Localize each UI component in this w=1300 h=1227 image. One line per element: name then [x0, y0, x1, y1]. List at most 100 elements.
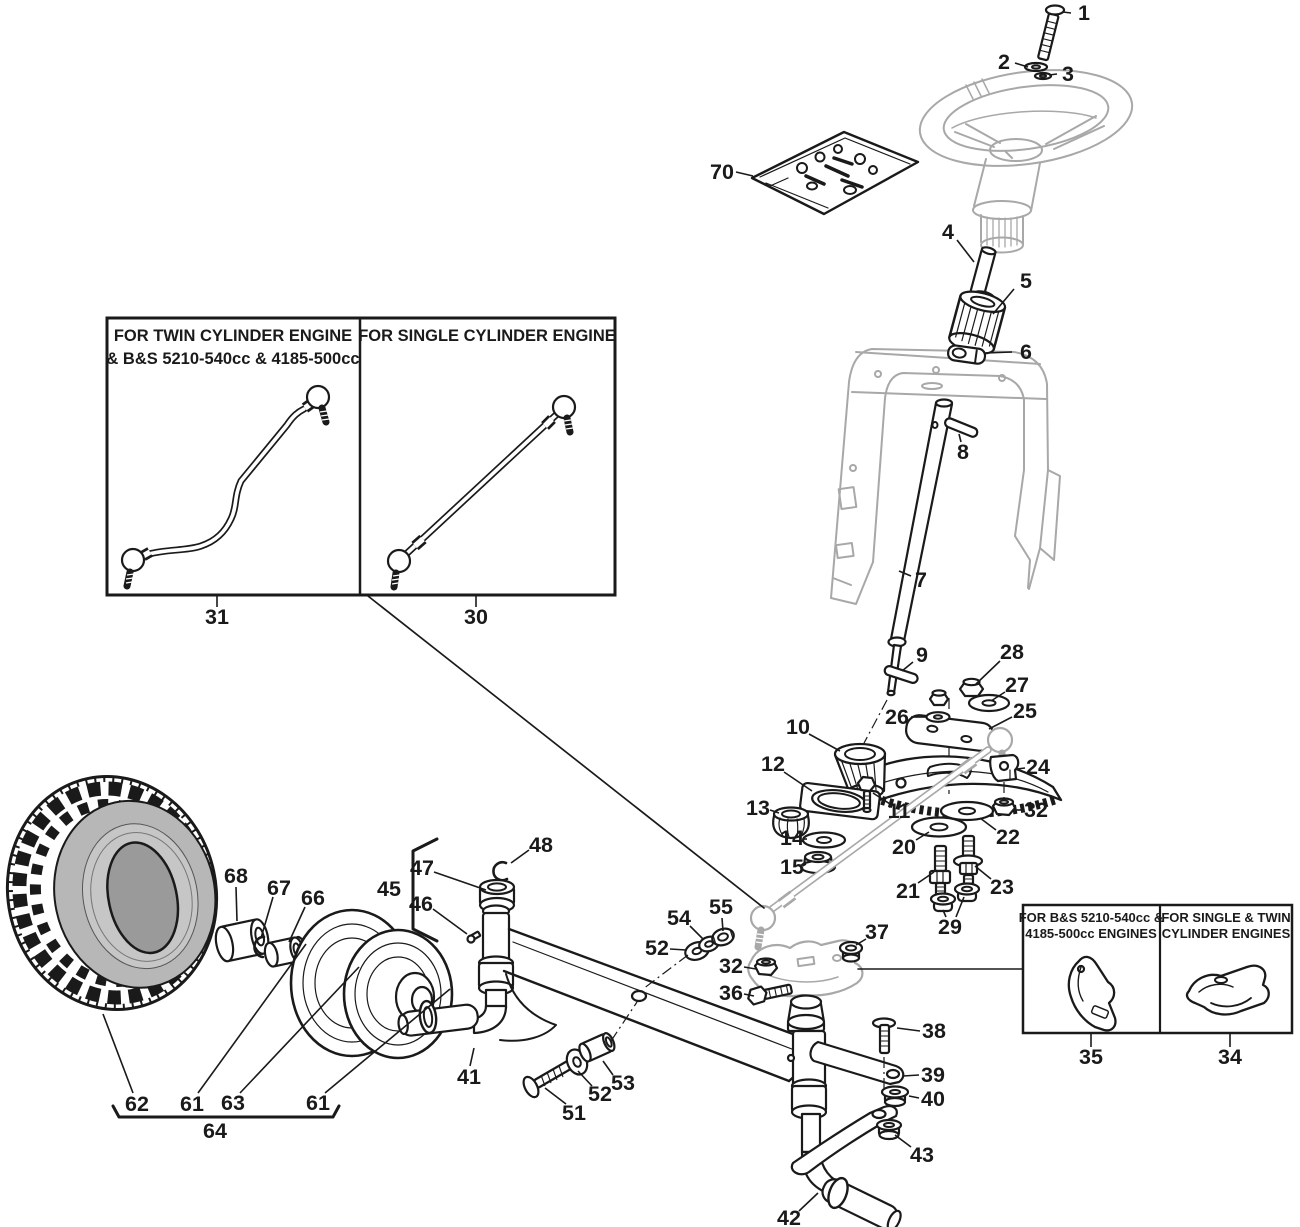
nut-32-right — [991, 782, 1017, 817]
tie-rod-31 — [120, 384, 331, 590]
leader-line-66 — [288, 906, 306, 943]
bracket-24 — [989, 753, 1020, 783]
part-callout-30: 30 — [464, 605, 488, 629]
centerlines-lower — [610, 954, 689, 1042]
leader-line-48 — [510, 849, 530, 864]
leader-line-5 — [992, 288, 1015, 315]
engines-box-right-title-2: CYLINDER ENGINES — [1162, 926, 1291, 941]
hardware-bag-70 — [750, 130, 920, 216]
leader-line-25 — [988, 716, 1013, 730]
bolt-36 — [747, 983, 793, 1006]
part-callout-1: 1 — [1078, 1, 1090, 25]
leader-line-54 — [689, 925, 704, 940]
leader-line-42 — [798, 1192, 819, 1212]
part-callout-38: 38 — [922, 1019, 946, 1043]
bushing-5 — [948, 290, 1007, 355]
leader-line-52 — [669, 948, 687, 951]
leader-line-10 — [808, 733, 841, 752]
spindle-left-41 — [397, 904, 515, 1037]
part-callout-63: 63 — [221, 1091, 245, 1115]
part-callout-15: 15 — [780, 855, 804, 879]
part-callout-6: 6 — [1020, 340, 1032, 364]
part-callout-20: 20 — [892, 835, 916, 859]
part-callout-22: 22 — [996, 825, 1020, 849]
leader-line-3 — [1048, 73, 1058, 76]
axle-beam — [499, 927, 807, 1083]
part-callout-27: 27 — [1005, 673, 1029, 697]
part-callout-55: 55 — [709, 895, 733, 919]
leader-line-68 — [235, 886, 238, 922]
leader-line-37 — [855, 938, 867, 946]
part-callout-10: 10 — [786, 715, 810, 739]
clip-6 — [947, 344, 987, 365]
leader-line-12 — [783, 771, 813, 792]
part-callout-26: 26 — [885, 705, 909, 729]
part-callout-24: 24 — [1026, 755, 1050, 779]
leader-line-39 — [902, 1074, 920, 1077]
part-callout-3: 3 — [1062, 62, 1074, 86]
nut-40 — [880, 1085, 910, 1108]
leader-line-11 — [872, 792, 891, 805]
part-callout-4: 4 — [942, 220, 954, 244]
part-callout-54: 54 — [667, 906, 691, 930]
part-callout-32: 32 — [1024, 798, 1048, 822]
leader-line-70 — [735, 171, 754, 177]
clamp-34 — [1185, 964, 1270, 1016]
bushing-13 — [772, 806, 810, 840]
part-callout-39: 39 — [921, 1063, 945, 1087]
tie-rod-box-right-title: FOR SINGLE CYLINDER ENGINE — [358, 327, 616, 345]
cap-nut-37 — [838, 940, 864, 963]
leader-line-15 — [802, 863, 807, 867]
part-callout-41: 41 — [457, 1065, 481, 1089]
leader-line-36 — [743, 993, 755, 997]
leader-line-29 — [942, 909, 947, 918]
leader-line-61 — [197, 943, 307, 1094]
leader-line-62 — [102, 1013, 134, 1094]
steering-arm-plate — [747, 939, 864, 998]
inset-box-engines: FOR B&S 5210-540cc & 4185-500cc ENGINES … — [1019, 903, 1294, 1035]
plate-12 — [799, 781, 881, 821]
part-callout-8: 8 — [957, 440, 969, 464]
steering-wheel — [918, 69, 1134, 254]
tire-62 — [5, 775, 219, 1011]
inset-box-tie-rods: FOR TWIN CYLINDER ENGINE & B&S 5210-540c… — [105, 316, 617, 597]
leader-line-55 — [721, 917, 724, 932]
tie-rod-30 — [386, 394, 577, 591]
part-callout-70: 70 — [710, 160, 734, 184]
wheel-rim-61 — [289, 908, 454, 1060]
snap-ring-48 — [492, 861, 509, 882]
leader-line-21 — [917, 871, 935, 884]
part-callout-64: 64 — [203, 1119, 227, 1143]
leader-line-53 — [602, 1060, 614, 1076]
leader-line-4 — [956, 239, 975, 263]
nut-43 — [875, 1118, 903, 1141]
part-callout-35: 35 — [1079, 1045, 1103, 1069]
part-callout-68: 68 — [224, 864, 248, 888]
part-callout-66: 66 — [301, 886, 325, 910]
part-callout-13: 13 — [746, 796, 770, 820]
nut-26-upper — [928, 689, 950, 707]
leader-line-61 — [324, 988, 451, 1094]
washer-20 — [910, 816, 968, 838]
leader-line-13 — [769, 809, 780, 814]
washer-14 — [801, 831, 847, 849]
leader-line-27 — [990, 691, 1006, 702]
nut-32-left — [753, 957, 779, 977]
pin-8 — [943, 417, 979, 438]
part-callout-67: 67 — [267, 876, 291, 900]
shaft-4 — [969, 246, 997, 297]
part-callout-11: 11 — [888, 799, 911, 823]
plate-35 — [1067, 955, 1117, 1032]
leader-line-7 — [898, 570, 912, 577]
engines-box-left-title-1: FOR B&S 5210-540cc & — [1019, 910, 1164, 925]
part-callout-7: 7 — [915, 568, 927, 592]
part-callout-37: 37 — [865, 920, 889, 944]
leader-line-20 — [915, 831, 930, 841]
ball-joint-lower — [749, 904, 777, 951]
engines-box-left-title-2: 4185-500cc ENGINES — [1025, 926, 1157, 941]
grease-fitting-46 — [466, 930, 482, 944]
bolt-51 — [522, 1059, 575, 1099]
part-callout-28: 28 — [1000, 640, 1024, 664]
